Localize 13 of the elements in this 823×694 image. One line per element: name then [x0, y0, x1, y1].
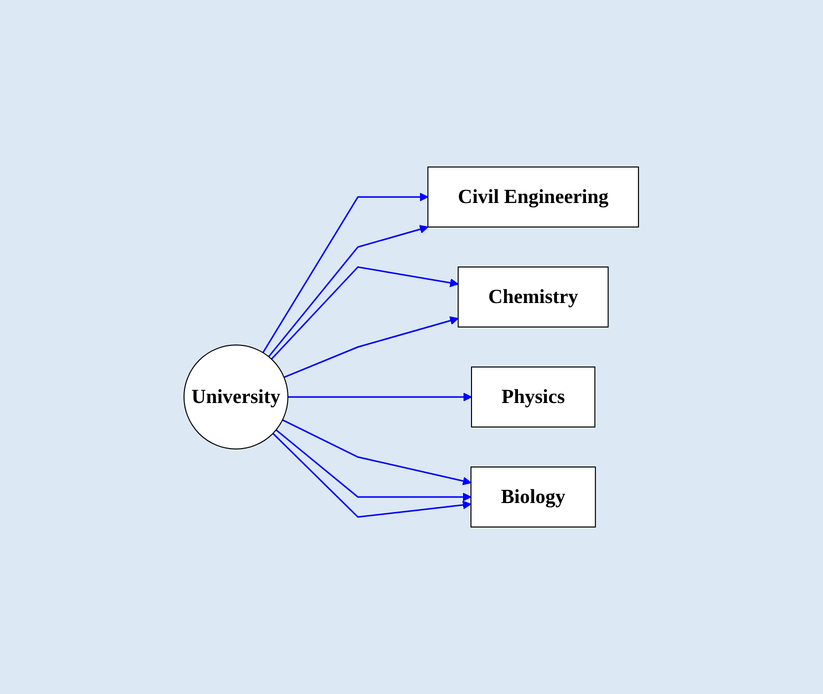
- node-box: Biology: [470, 466, 596, 528]
- arrow: [288, 392, 472, 402]
- node-box: Civil Engineering: [428, 166, 640, 228]
- arrow: [268, 224, 429, 358]
- node-box: Physics: [471, 366, 596, 428]
- arrow: [262, 192, 429, 354]
- arrow: [272, 432, 472, 518]
- node-box: Chemistry: [458, 266, 609, 328]
- arrow: [271, 266, 459, 360]
- node-circle: University: [184, 344, 289, 450]
- arrow: [282, 419, 472, 486]
- arrow: [284, 316, 459, 378]
- arrow: [276, 429, 472, 502]
